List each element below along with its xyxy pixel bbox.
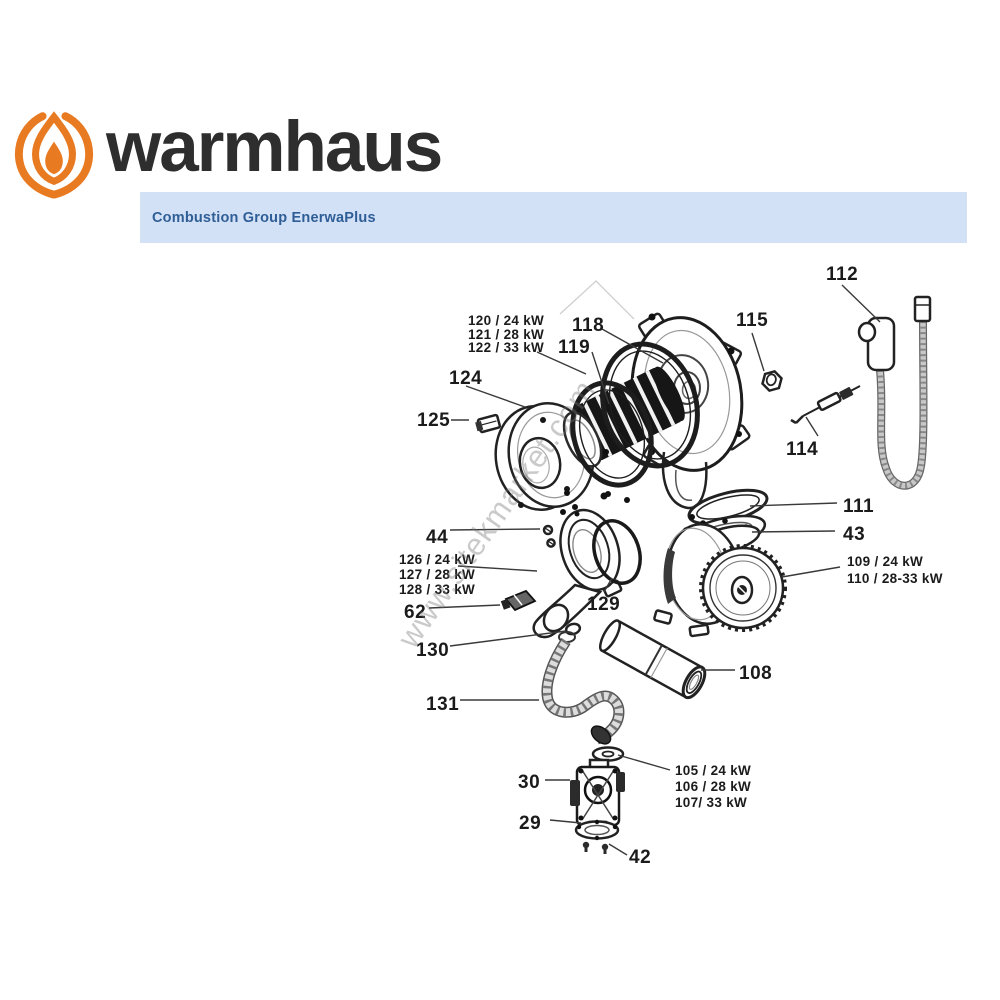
product-title-bar: Combustion Group EnerwaPlus [140,192,967,243]
part-silencer-108 [598,619,707,700]
part-label-42: 42 [629,847,651,868]
part-oring-119 [570,380,654,488]
part-label-43: 43 [843,524,865,545]
part-label-130: 130 [416,640,449,661]
warmhaus-logo: warmhaus [10,106,460,206]
part-label-114: 114 [786,439,818,460]
part-hose-112 [857,295,932,490]
part-label-109: 109 / 24 kW [847,554,923,569]
part-label-105: 105 / 24 kW [675,763,751,778]
part-washer-105-107 [591,746,625,762]
part-flange-29 [574,819,620,841]
part-label-121: 121 / 28 kW [468,327,544,342]
part-label-115: 115 [736,310,768,331]
part-label-119: 119 [558,337,590,358]
part-label-110: 110 / 28-33 kW [847,571,943,586]
part-label-112: 112 [826,264,858,285]
product-title: Combustion Group EnerwaPlus [152,209,376,226]
loose-bolts [564,449,695,520]
part-label-125: 125 [417,410,450,431]
part-label-29: 29 [519,813,541,834]
leader-lines [428,284,881,856]
part-screws-44 [542,524,556,548]
part-screws-42 [582,841,609,854]
part-label-44: 44 [426,527,448,548]
part-fan-109-110 [653,522,787,638]
flame-icon [15,111,93,199]
brand-name: warmhaus [106,108,443,187]
part-label-126: 126 / 24 kW [399,552,475,567]
part-label-128: 128 / 33 kW [399,582,475,597]
part-label-124: 124 [449,368,482,389]
part-label-30: 30 [518,772,540,793]
part-label-122: 122 / 33 kW [468,340,544,355]
part-label-129: 129 [587,594,620,615]
part-label-120: 120 / 24 kW [468,313,544,328]
part-label-107: 107/ 33 kW [675,795,747,810]
part-clip-62 [500,589,537,612]
part-clip-125 [475,413,502,434]
part-labels: 120 / 24 kW 121 / 28 kW 122 / 33 kW 118 … [399,264,943,868]
part-label-62: 62 [404,602,426,623]
part-label-127: 127 / 28 kW [399,567,475,582]
part-label-108: 108 [739,663,772,684]
faint-line [559,280,635,320]
part-electrode-114 [790,385,861,425]
part-label-131: 131 [426,694,459,715]
part-oring-118 [600,341,700,469]
part-label-111: 111 [843,496,874,517]
part-hose-131 [541,631,625,745]
part-burner-120-122 [562,366,685,468]
part-oring-129 [592,519,642,585]
part-label-118: 118 [572,315,604,336]
part-label-106: 106 / 28 kW [675,779,751,794]
part-nut-115 [761,369,783,393]
